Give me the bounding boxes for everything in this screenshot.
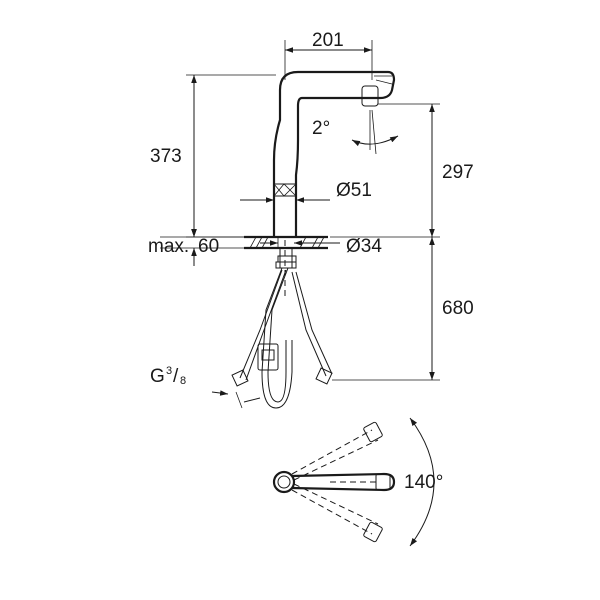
connection-thread-denominator: 8	[180, 375, 186, 387]
hole-diameter-label: Ø34	[346, 236, 382, 257]
spout-reach-label: 201	[312, 30, 344, 51]
dimension-lines	[160, 40, 440, 409]
hose-length-label: 680	[442, 298, 474, 319]
total-height-label: 373	[150, 146, 182, 167]
connection-thread-numerator: 3	[166, 365, 172, 377]
spout-height-label: 297	[442, 162, 474, 183]
max-thickness-value: 60	[198, 236, 219, 257]
dimension-labels: 201 373 2° 297 Ø51 max. 60 Ø34 680 G 3 /…	[148, 30, 474, 493]
connection-thread-slash: /	[173, 366, 179, 387]
connection-thread-label: G	[150, 366, 165, 387]
max-thickness-prefix: max.	[148, 236, 189, 257]
faucet-top-view	[272, 417, 435, 547]
rotation-angle-label: 140°	[404, 472, 443, 493]
base-diameter-label: Ø51	[336, 180, 372, 201]
swivel-angle-label: 2°	[312, 118, 330, 139]
